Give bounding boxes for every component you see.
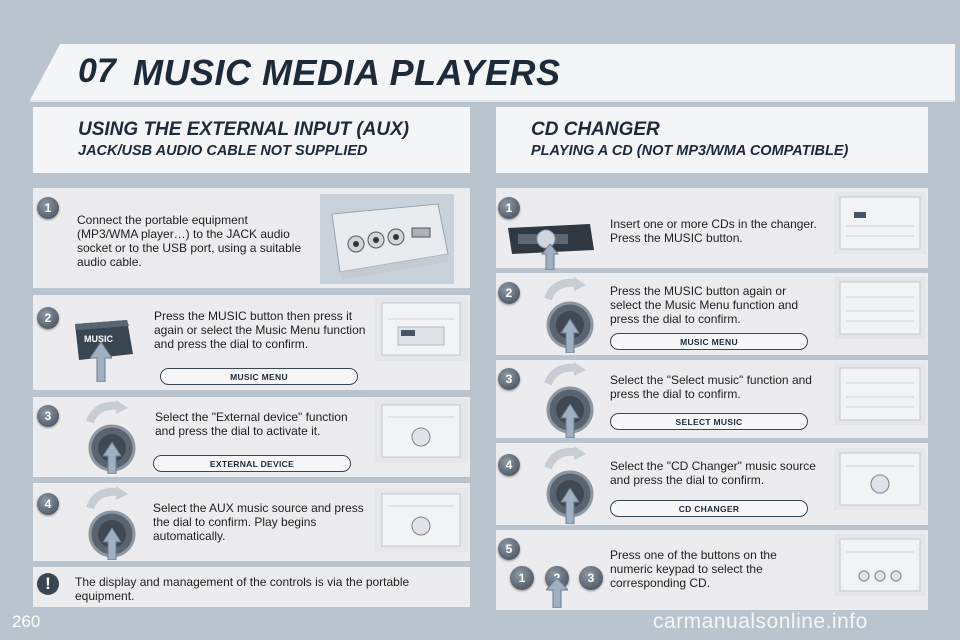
header-corner-fold — [30, 44, 60, 100]
left-step-4-number: 4 — [37, 493, 59, 515]
dial-press-icon — [82, 486, 142, 565]
watermark: carmanualsonline.info — [653, 610, 868, 633]
radio-thumbnail — [834, 277, 926, 339]
right-step-1-number: 1 — [498, 197, 520, 219]
left-step-4-text: Select the AUX music source and press th… — [153, 501, 364, 543]
right-step-3-text: Select the "Select music" function and p… — [610, 373, 812, 401]
radio-dial-thumbnail — [374, 488, 468, 552]
music-button-label: MUSIC — [84, 334, 113, 344]
radio-dial-thumbnail — [374, 399, 468, 463]
right-step-1-text: Insert one or more CDs in the changer. P… — [610, 217, 817, 245]
header-band — [30, 44, 955, 100]
right-section-title: CD CHANGER — [531, 119, 660, 140]
left-section-title: USING THE EXTERNAL INPUT (AUX) — [78, 119, 410, 140]
radio-music-thumbnail — [834, 192, 926, 254]
right-step-2-text: Press the MUSIC button again or select t… — [610, 284, 799, 326]
page-title: MUSIC MEDIA PLAYERS — [133, 52, 561, 93]
music-menu-label-right: MUSIC MENU — [610, 333, 808, 350]
warning-box — [33, 567, 470, 607]
aux-usb-socket-image — [320, 194, 454, 284]
keypad-button-3: 3 — [579, 566, 603, 590]
radio-dial-thumbnail — [834, 448, 926, 510]
music-button-image — [75, 320, 133, 360]
dial-press-icon — [540, 277, 600, 358]
right-step-3-number: 3 — [498, 368, 520, 390]
radio-thumbnail — [834, 363, 926, 425]
right-section-subtitle: PLAYING A CD (NOT MP3/WMA COMPATIBLE) — [531, 143, 849, 159]
left-step-1-text: Connect the portable equipment (MP3/WMA … — [77, 213, 302, 269]
press-arrow-icon — [89, 341, 113, 387]
right-step-4-text: Select the "CD Changer" music source and… — [610, 459, 816, 487]
right-step-5-number: 5 — [498, 538, 520, 560]
dial-press-icon — [82, 400, 142, 479]
right-step-5-text: Press one of the buttons on the numeric … — [610, 548, 777, 590]
right-step-2-number: 2 — [498, 282, 520, 304]
dial-press-icon — [540, 446, 600, 529]
external-device-label: EXTERNAL DEVICE — [153, 455, 351, 472]
warning-text: The display and management of the contro… — [75, 575, 410, 603]
right-section-header — [496, 107, 928, 173]
left-step-1-number: 1 — [37, 197, 59, 219]
keypad-button-1: 1 — [510, 566, 534, 590]
press-arrow-icon — [544, 577, 570, 613]
left-step-3-text: Select the "External device" function an… — [155, 410, 348, 438]
right-step-4-number: 4 — [498, 454, 520, 476]
cd-insert-image — [508, 224, 594, 275]
page-number: 260 — [12, 612, 41, 631]
radio-display-thumbnail — [374, 297, 468, 361]
left-step-3-number: 3 — [37, 405, 59, 427]
left-section-subtitle: JACK/USB AUDIO CABLE NOT SUPPLIED — [78, 143, 368, 159]
warning-icon: ! — [37, 573, 59, 595]
left-step-2-number: 2 — [37, 307, 59, 329]
left-step-2-text: Press the MUSIC button then press it aga… — [154, 309, 366, 351]
left-section-header — [33, 107, 470, 173]
select-music-label: SELECT MUSIC — [610, 413, 808, 430]
cd-changer-label: CD CHANGER — [610, 500, 808, 517]
chapter-number: 07 — [78, 52, 116, 90]
radio-keypad-thumbnail — [834, 534, 926, 596]
header-divider — [30, 100, 955, 102]
dial-press-icon — [540, 362, 600, 443]
music-menu-label-left: MUSIC MENU — [160, 368, 358, 385]
